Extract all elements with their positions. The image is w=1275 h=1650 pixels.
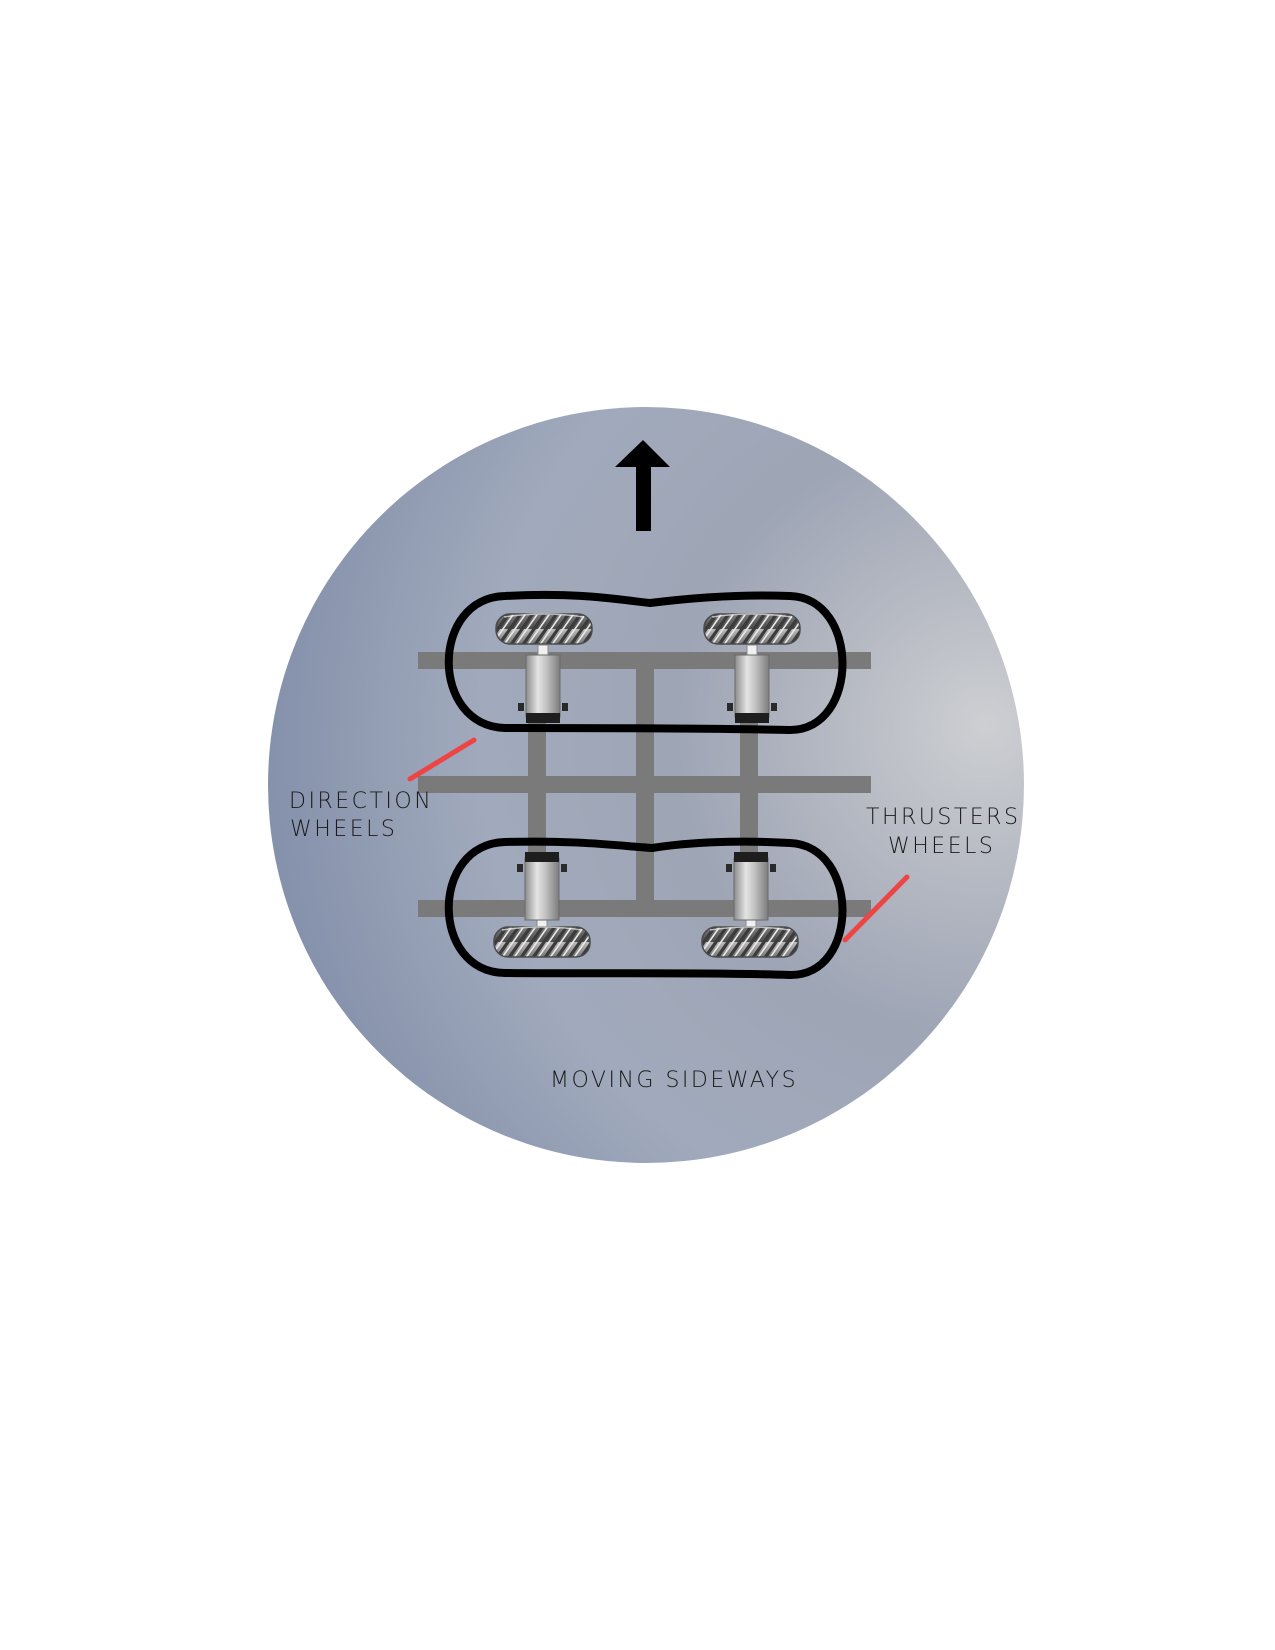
arrow-up-icon [615, 440, 670, 531]
gear-wheel-icon [703, 613, 801, 645]
motor-cylinder-icon [517, 644, 569, 724]
direction-wheels-label-line2: WHEELS [290, 817, 397, 842]
bottom-track-loop [444, 837, 847, 980]
motor-cylinder-icon [725, 851, 777, 931]
thrusters-wheels-label-line1: THRUSTERS [866, 805, 1020, 830]
motor-cylinder-icon [516, 851, 568, 931]
thrusters-leader-line [842, 874, 910, 943]
gear-wheel-icon [493, 926, 591, 958]
gear-wheel-icon [495, 613, 593, 645]
direction-wheels-label-line1: DIRECTION [289, 789, 433, 814]
gear-wheel-icon [701, 926, 799, 958]
thrusters-wheels-label-line2: WHEELS [888, 834, 995, 859]
top-track-loop [444, 590, 847, 734]
motor-cylinder-icon [726, 644, 778, 724]
moving-sideways-caption: MOVING SIDEWAYS [550, 1068, 798, 1093]
direction-leader-line [407, 737, 477, 782]
